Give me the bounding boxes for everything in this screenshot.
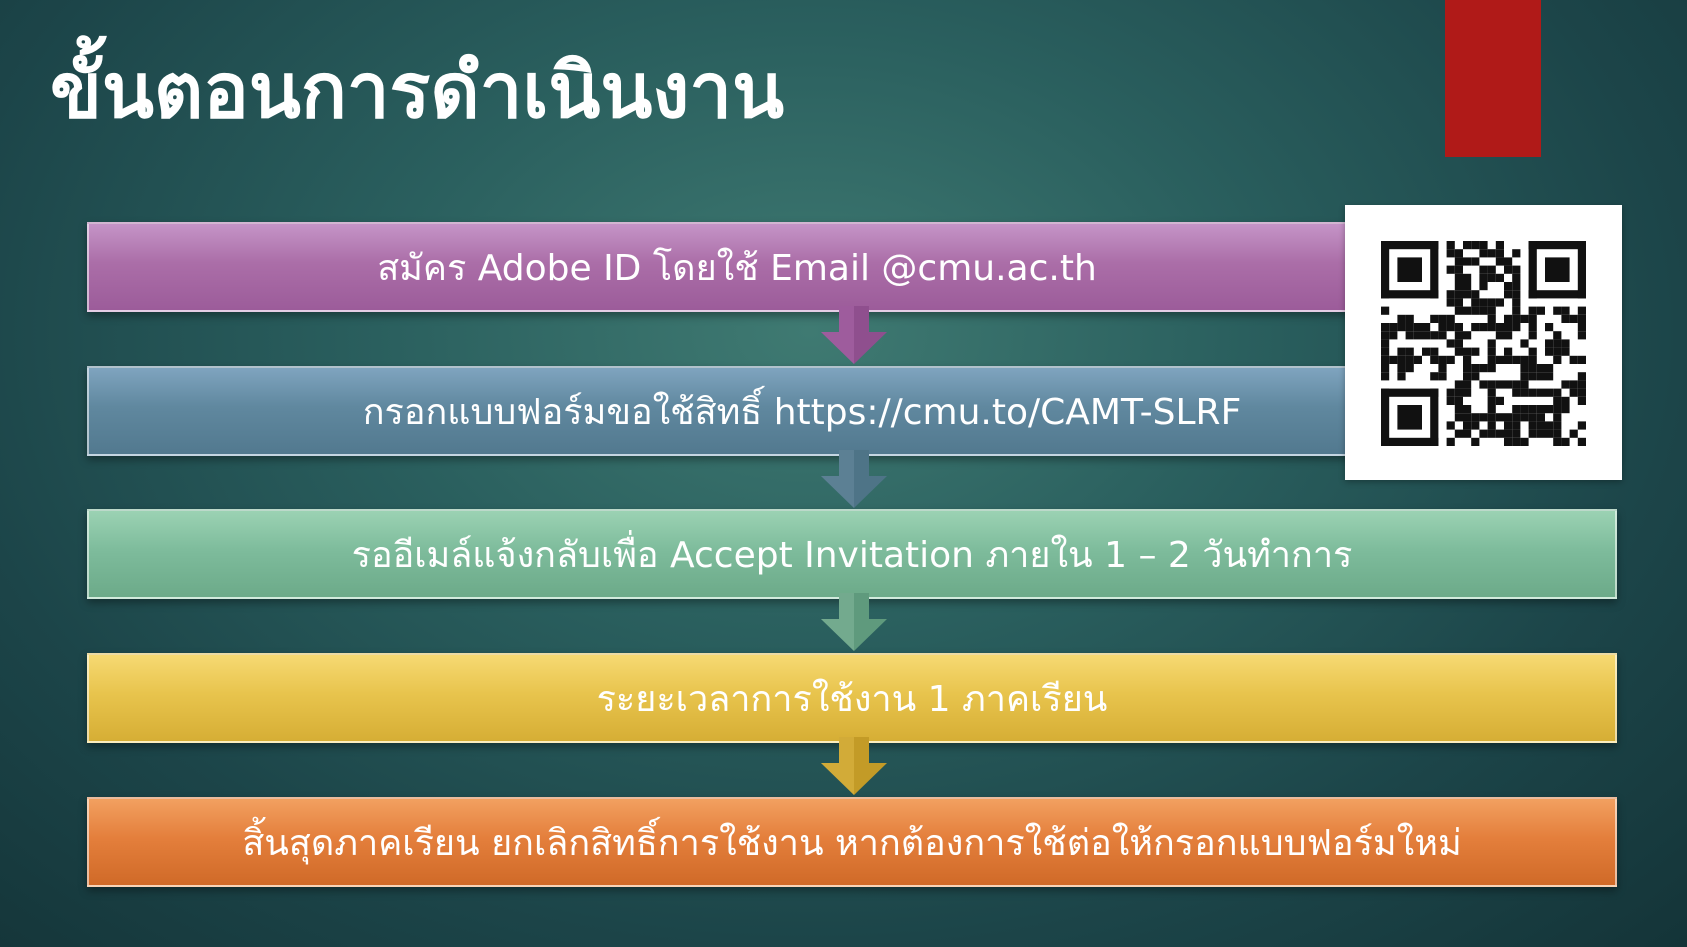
accent-bar [1445,0,1541,157]
down-arrow-icon [819,450,889,510]
down-arrow-icon [819,593,889,653]
step-5-label: สิ้นสุดภาคเรียน ยกเลิกสิทธิ์การใช้งาน หา… [242,822,1462,864]
qr-code[interactable] [1345,205,1622,480]
step-1-label: สมัคร Adobe ID โดยใช้ Email @cmu.ac.th [377,247,1097,289]
step-4-label: ระยะเวลาการใช้งาน 1 ภาคเรียน [596,678,1108,720]
step-3-label: รออีเมล์แจ้งกลับเพื่อ Accept Invitation … [351,534,1353,576]
down-arrow-icon [819,737,889,797]
step-5-box: สิ้นสุดภาคเรียน ยกเลิกสิทธิ์การใช้งาน หา… [87,797,1617,887]
step-2-label: กรอกแบบฟอร์มขอใช้สิทธิ์ https://cmu.to/C… [362,391,1242,433]
step-4-box: ระยะเวลาการใช้งาน 1 ภาคเรียน [87,653,1617,743]
slide-title: ขั้นตอนการดำเนินงาน [50,46,785,135]
down-arrow-icon [819,306,889,366]
qr-code-icon [1381,241,1586,446]
step-3-box: รออีเมล์แจ้งกลับเพื่อ Accept Invitation … [87,509,1617,599]
